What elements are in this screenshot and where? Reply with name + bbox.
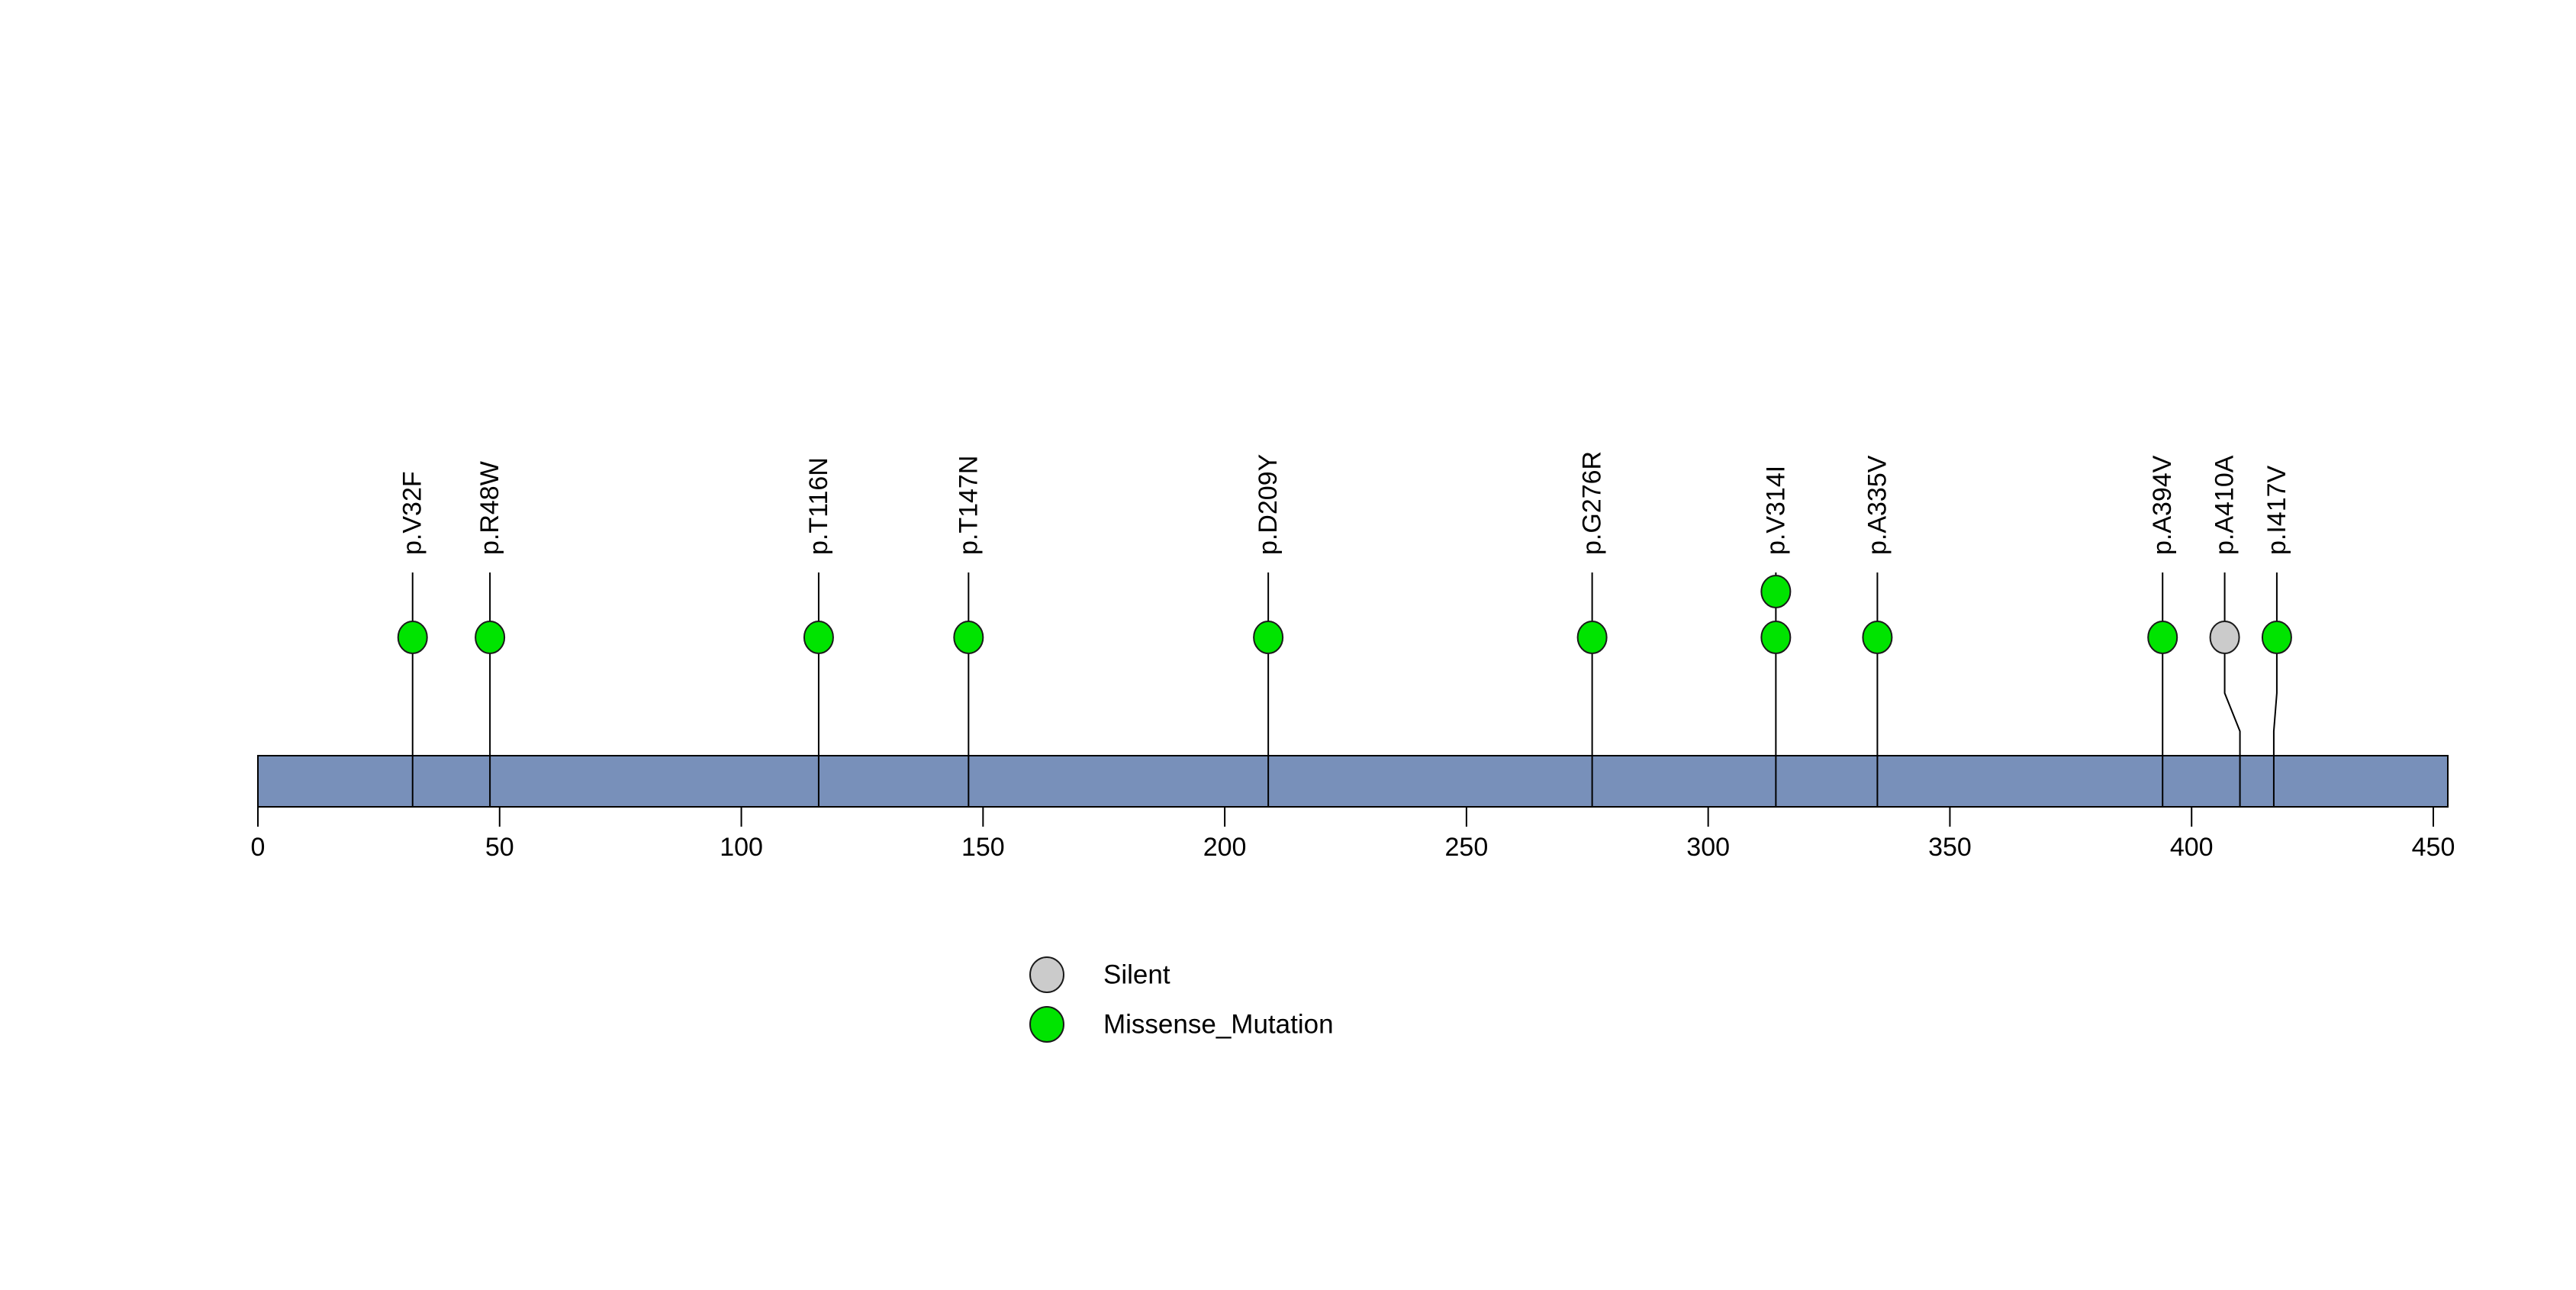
mutation-label: p.T147N [954,456,983,555]
mutation-circle [2261,621,2292,654]
axis-tick-label: 400 [2170,833,2214,862]
mutation-label: p.A394V [2148,455,2177,555]
axis-tick-label: 300 [1686,833,1730,862]
mutation-label: p.A410A [2211,455,2240,555]
mutation-label: p.D209Y [1254,454,1283,555]
mutation-circle [1253,621,1284,654]
mutation-label: p.V314I [1761,466,1790,555]
mutation-circle [1760,575,1792,608]
axis-tick-label: 450 [2412,833,2455,862]
axis-tick-label: 100 [720,833,763,862]
axis-tick-label: 50 [485,833,514,862]
mutation-circle [953,621,984,654]
axis-tick-label: 250 [1445,833,1489,862]
mutation-label: p.V32F [398,471,427,555]
mutation-label: p.R48W [475,461,504,555]
mutation-labels: p.V32F p.R48W p.T116N p.T147N p.D209Y p.G276R… [398,451,2291,555]
mutation-circle [1576,621,1608,654]
axis-tick-label: 350 [1928,833,1972,862]
axis-tick-label: 0 [251,833,266,862]
mutation-circle [1862,621,1893,654]
legend-label: Silent [1103,960,1170,990]
mutation-label: p.T116N [804,457,833,555]
mutation-circle [397,621,428,654]
axis-tick-label: 200 [1203,833,1247,862]
protein-backbone-rect [257,755,2449,808]
mutation-circle [475,621,506,654]
mutation-circle [2209,621,2240,654]
legend-swatch-missense_mutation [1029,1006,1064,1043]
mutation-circle [1760,621,1792,654]
protein-backbone [257,755,2449,808]
mutation-circles [397,575,2292,654]
mutation-circle [803,621,834,654]
amino-acid-axis: 0 50 100 150 200 250 300 350 400 450 [251,572,2455,862]
legend-swatch-silent [1029,956,1064,993]
mutation-label: p.A335V [1863,455,1892,555]
axis-tick-label: 150 [961,833,1005,862]
mutation-label: p.I417V [2262,465,2291,555]
mutation-circle [2147,621,2178,654]
legend-label: Missense_Mutation [1103,1010,1334,1040]
mutation-label: p.G276R [1578,451,1607,555]
